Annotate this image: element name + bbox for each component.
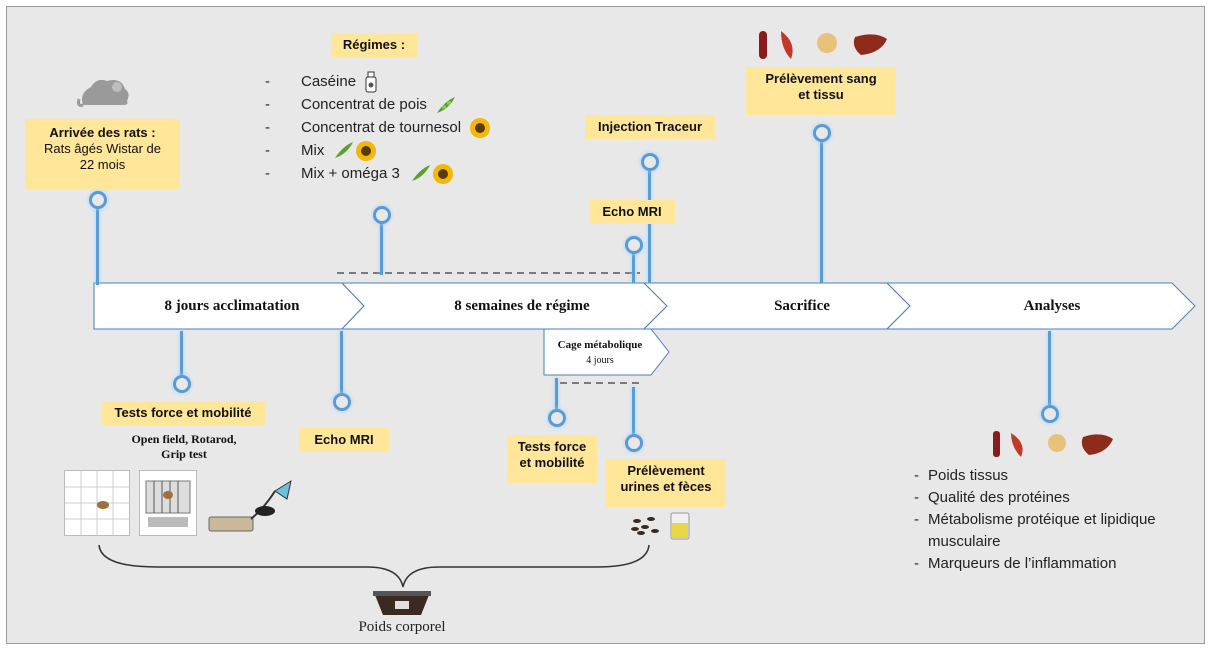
arrival-label: Arrivée des rats : Rats âgés Wistar de 2…	[25, 119, 180, 189]
fat-icon	[1048, 434, 1066, 452]
sampling-urine-label: Prélèvement urines et fèces	[606, 459, 726, 507]
analyses-list: -Poids tissus -Qualité des protéines -Mé…	[914, 465, 1156, 575]
muscle-icon	[1011, 433, 1023, 457]
analyses-tissue-icons	[993, 431, 1113, 457]
injection-node	[641, 153, 659, 171]
diet-item: -Mix + oméga 3	[265, 162, 491, 185]
arrival-stem	[96, 205, 99, 285]
connector-lines	[98, 272, 650, 588]
echo-bottom-node	[333, 393, 351, 411]
diet-item: -Caséine	[265, 70, 491, 93]
protocol-diagram: 8 jours acclimatation 8 semaines de régi…	[6, 6, 1205, 644]
liver-icon	[853, 34, 887, 55]
body-weight-brace	[98, 544, 650, 588]
sampling-blood-node	[813, 124, 831, 142]
sampling-blood-stem	[820, 140, 823, 283]
analysis-item: -Qualité des protéines	[914, 489, 1070, 506]
diets-title: Régimes :	[342, 37, 406, 52]
phase-analyses: Analyses	[1023, 298, 1081, 314]
diet-item: -Mix	[265, 139, 491, 162]
scale-icon	[373, 591, 431, 615]
diet-node	[373, 206, 391, 224]
urine-node	[625, 434, 643, 452]
urine-stem	[632, 387, 635, 437]
rotarod-image	[139, 470, 197, 536]
analyses-node	[1041, 405, 1059, 423]
diets-list: -Caséine -Concentrat de pois -Concentrat…	[265, 70, 491, 185]
metabolic-cage-shape	[543, 328, 670, 376]
metabolic-cage-duration: 4 jours	[586, 355, 614, 366]
pea-sunflower-icon	[334, 141, 376, 162]
fat-icon	[817, 33, 837, 53]
open-field-image	[64, 470, 130, 536]
phase-diet: 8 semaines de régime	[454, 298, 590, 314]
tests-stem	[180, 331, 183, 377]
tests2-node	[548, 409, 566, 427]
arrival-line2: Rats âgés Wistar de	[43, 141, 162, 156]
feces-icon	[631, 517, 659, 535]
tests-node	[173, 375, 191, 393]
analysis-item-continuation: musculaire	[928, 533, 1001, 550]
blood-tube-icon	[759, 31, 767, 59]
rat-icon	[77, 79, 129, 107]
diets-title-box: Régimes :	[331, 33, 417, 57]
echo-mri-bottom-label: Echo MRI	[299, 428, 389, 452]
echo-top-stem	[632, 251, 635, 283]
liver-icon	[1081, 434, 1113, 455]
diet-stem	[380, 220, 383, 275]
feces-urine-icons	[631, 512, 690, 540]
tissue-icons	[759, 31, 887, 59]
phase-sacrifice: Sacrifice	[774, 298, 830, 314]
timeline-arrow	[93, 282, 1196, 330]
analysis-item: -Marqueurs de l’inflammation	[914, 555, 1117, 572]
tests2-label: Tests force et mobilité	[507, 435, 597, 483]
grip-test-image	[208, 479, 292, 532]
pea-sunflower-omega-icon	[411, 164, 453, 185]
diet-item: -Concentrat de pois	[265, 93, 491, 116]
arrival-node	[89, 191, 107, 209]
metabolic-cage-title: Cage métabolique	[557, 339, 643, 351]
phase-acclimatation: 8 jours acclimatation	[164, 298, 300, 314]
analyses-stem	[1048, 331, 1051, 409]
sampling-blood-label: Prélèvement sang et tissu	[746, 67, 896, 115]
echo-top-node	[625, 236, 643, 254]
arrival-title: Arrivée des rats :	[49, 125, 156, 140]
body-weight-label: Poids corporel	[358, 619, 446, 635]
muscle-icon	[781, 31, 793, 59]
analysis-item: -Métabolisme protéique et lipidique	[914, 511, 1156, 528]
blood-tube-icon	[993, 431, 1000, 457]
injection-label: Injection Traceur	[585, 115, 715, 139]
milk-bottle-icon	[365, 71, 377, 93]
tests-label: Tests force et mobilité	[101, 401, 265, 425]
injection-stem	[648, 169, 651, 283]
sunflower-icon	[470, 118, 491, 139]
analysis-item: -Poids tissus	[914, 467, 1009, 484]
phase-analyses-shape	[885, 282, 1196, 330]
tests-detail: Open field, Rotarod, Grip test	[131, 432, 237, 461]
pea-pod-icon	[437, 97, 456, 114]
tests2-stem	[555, 378, 558, 412]
arrival-line3: 22 mois	[79, 157, 126, 172]
diet-item: -Concentrat de tournesol	[265, 116, 491, 139]
echo-mri-top-label: Echo MRI	[589, 200, 675, 224]
echo-bottom-stem	[340, 331, 343, 395]
